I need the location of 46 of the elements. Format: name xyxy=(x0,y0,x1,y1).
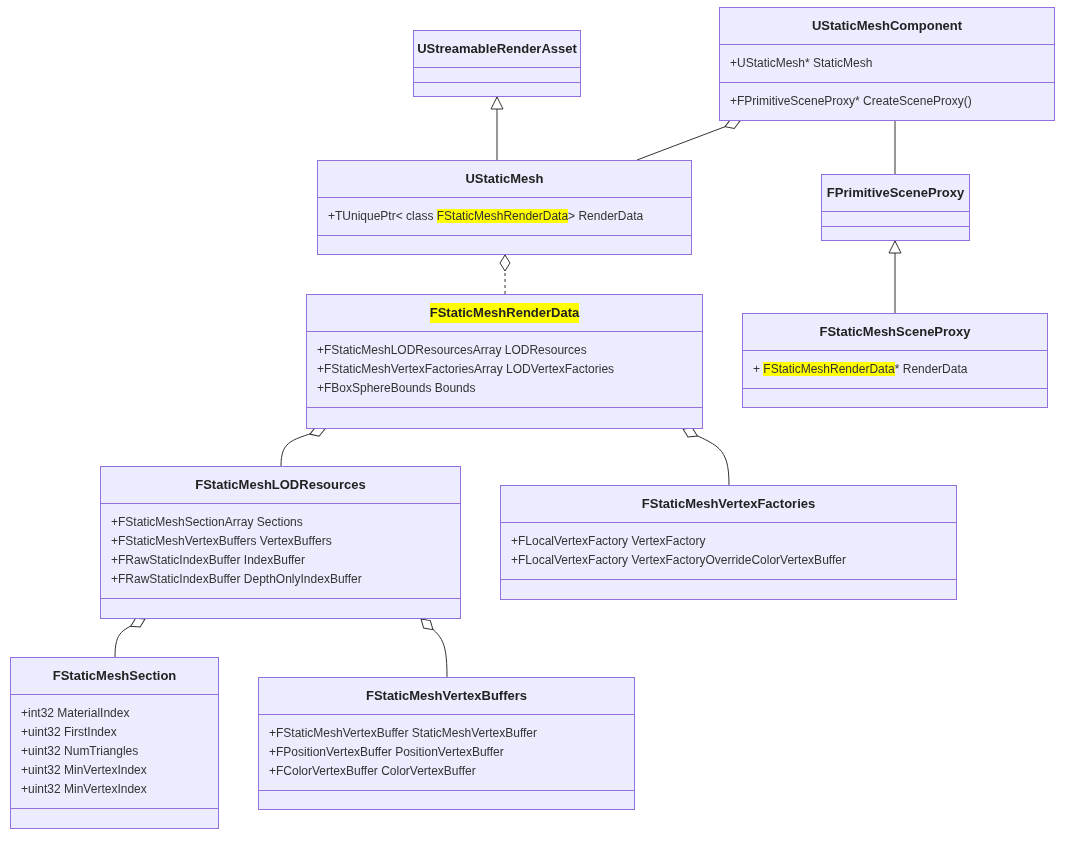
class-box xyxy=(719,7,1055,121)
class-box xyxy=(10,657,219,829)
class-box xyxy=(317,160,692,255)
inheritance-arrow xyxy=(490,96,504,161)
aggregation-connector xyxy=(499,254,511,295)
attribute-text: +int32 MaterialIndex xyxy=(21,705,130,722)
attribute-text: +FStaticMeshLODResourcesArray LODResources xyxy=(317,342,587,359)
class-box xyxy=(100,466,461,619)
attribute-text: +FLocalVertexFactory VertexFactoryOverrideColorVertexBuffer xyxy=(511,552,846,569)
attribute-text: +FBoxSphereBounds Bounds xyxy=(317,380,476,397)
attribute-text: +FColorVertexBuffer ColorVertexBuffer xyxy=(269,763,476,780)
aggregation-connector xyxy=(420,618,448,678)
class-name: FStaticMeshSection xyxy=(52,667,177,686)
class-name: UStaticMeshComponent xyxy=(811,17,963,36)
class-name: UStaticMesh xyxy=(465,170,544,189)
attribute-text: + FStaticMeshRenderData* RenderData xyxy=(753,361,968,378)
class-name: FStaticMeshLODResources xyxy=(195,476,366,495)
method-text: +FPrimitiveSceneProxy* CreateSceneProxy() xyxy=(730,93,972,110)
class-name: UStreamableRenderAsset xyxy=(417,40,577,59)
attribute-text: +FPositionVertexBuffer PositionVertexBuffer xyxy=(269,744,504,761)
attribute-text: +FStaticMeshVertexBuffer StaticMeshVertexBuffer xyxy=(269,725,538,742)
attribute-text: +uint32 MinVertexIndex xyxy=(21,781,147,798)
aggregation-connector xyxy=(682,427,730,486)
class-box xyxy=(413,30,581,97)
aggregation-connector xyxy=(114,617,146,658)
attribute-text: +FStaticMeshVertexFactoriesArray LODVertexFactories xyxy=(317,361,615,378)
class-name: FStaticMeshVertexFactories xyxy=(641,495,816,514)
attribute-text: +FStaticMeshSectionArray Sections xyxy=(111,514,303,531)
association-line xyxy=(894,120,896,175)
class-name: FStaticMeshVertexBuffers xyxy=(365,687,528,706)
class-name: FStaticMeshSceneProxy xyxy=(819,323,971,342)
inheritance-arrow xyxy=(888,240,902,314)
class-name: FPrimitiveSceneProxy xyxy=(826,184,965,203)
attribute-text: +FRawStaticIndexBuffer IndexBuffer xyxy=(111,552,305,569)
attribute-text: +FLocalVertexFactory VertexFactory xyxy=(511,533,706,550)
attribute-text: +UStaticMesh* StaticMesh xyxy=(730,55,873,72)
class-box xyxy=(500,485,957,600)
attribute-text: +uint32 MinVertexIndex xyxy=(21,762,147,779)
class-box xyxy=(258,677,635,810)
attribute-text: +uint32 NumTriangles xyxy=(21,743,139,760)
attribute-text: +FStaticMeshVertexBuffers VertexBuffers xyxy=(111,533,332,550)
attribute-text: +FRawStaticIndexBuffer DepthOnlyIndexBuffer xyxy=(111,571,362,588)
class-box xyxy=(306,294,703,429)
attribute-text: +uint32 FirstIndex xyxy=(21,724,117,741)
class-box xyxy=(821,174,970,241)
class-box xyxy=(742,313,1048,408)
